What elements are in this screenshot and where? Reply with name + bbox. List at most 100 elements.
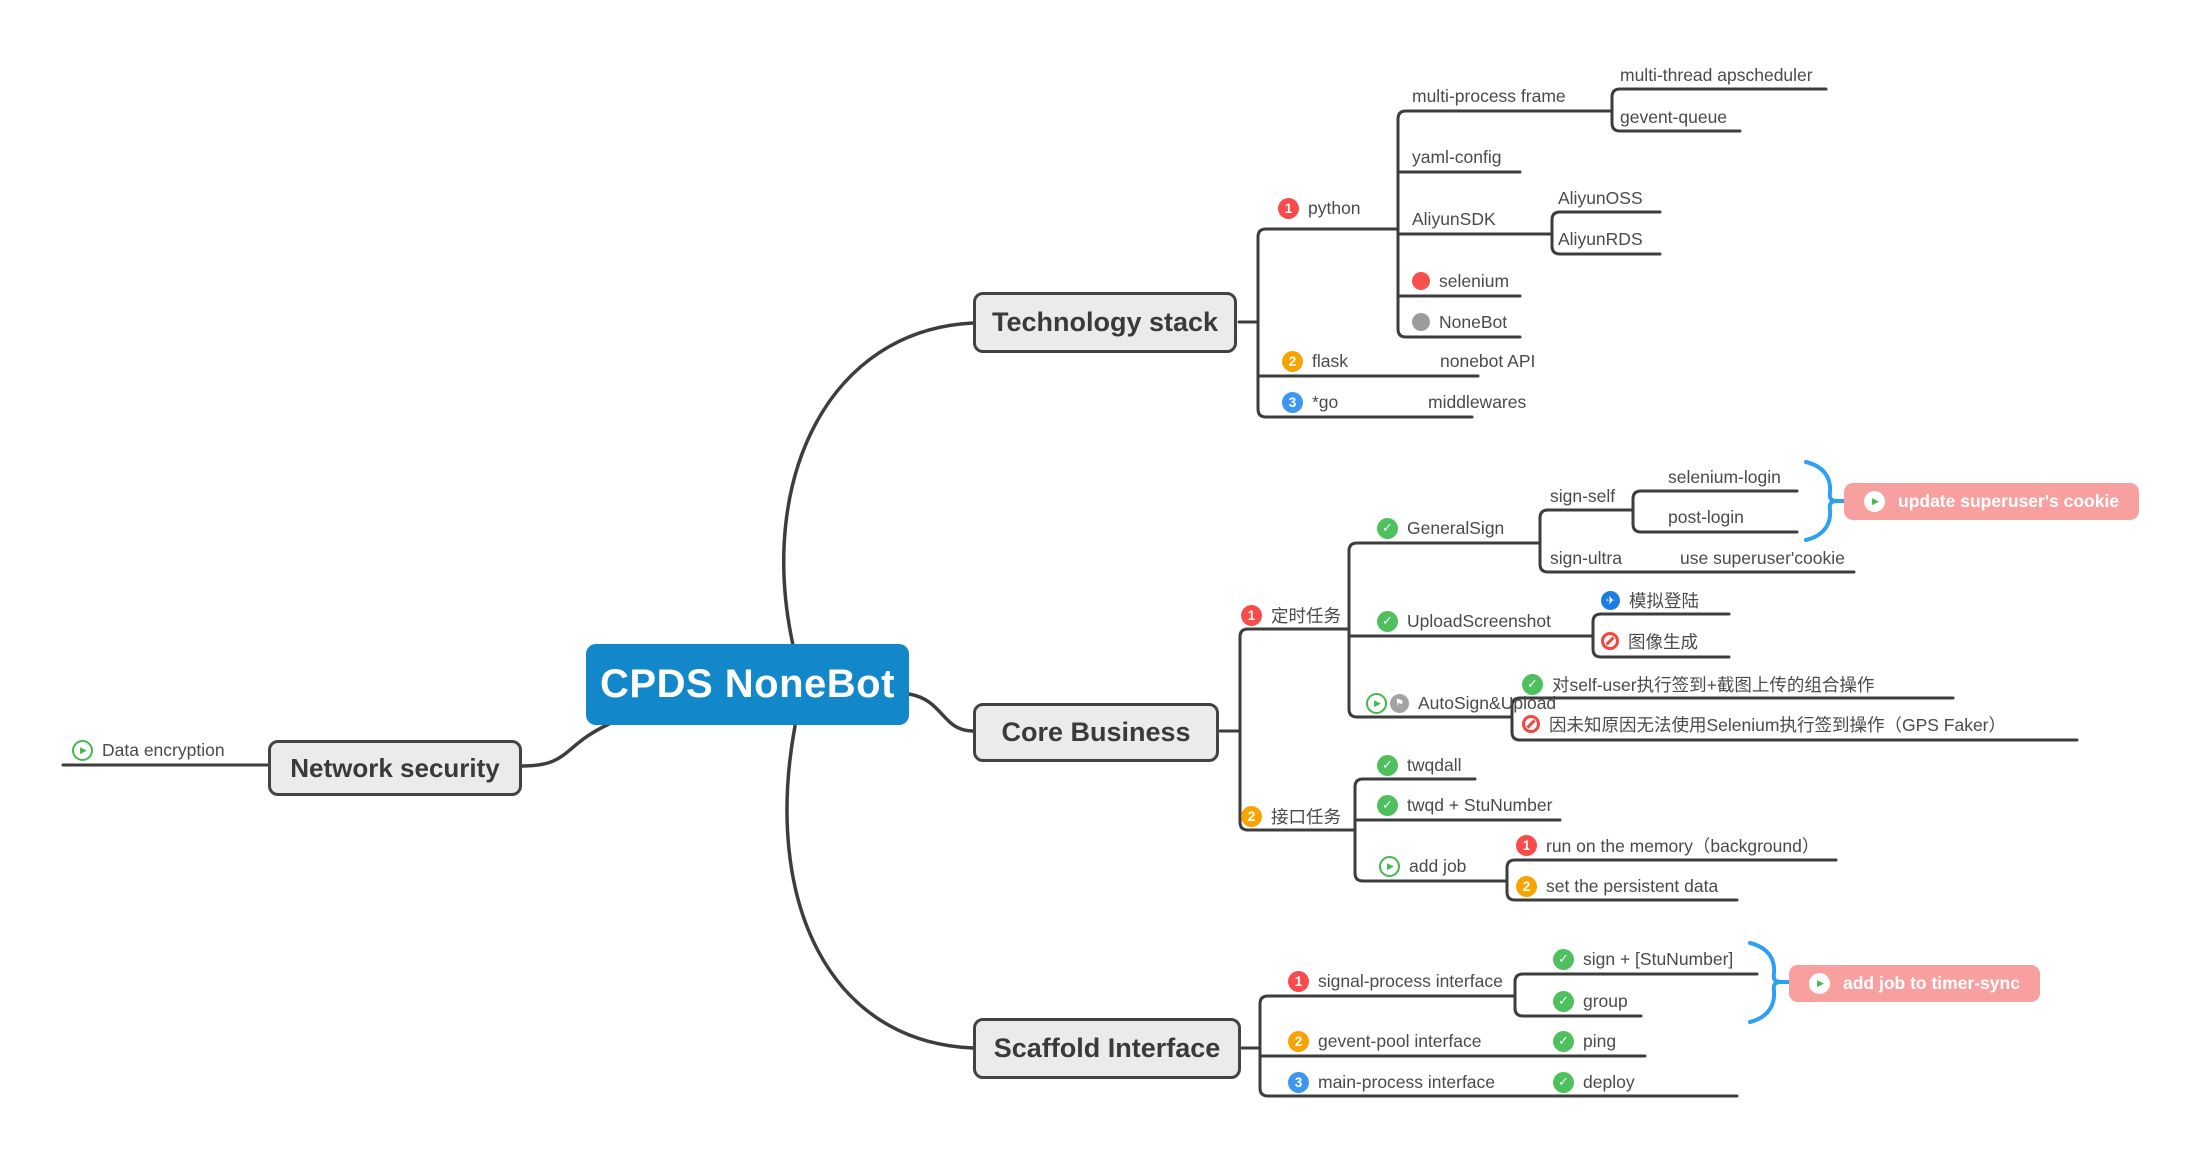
topic-data-encryption[interactable]: Data encryption <box>72 738 225 762</box>
topic-image-generation[interactable]: 图像生成 <box>1601 629 1698 653</box>
check-icon <box>1553 948 1574 970</box>
prohibited-icon <box>1522 715 1540 733</box>
check-icon <box>1377 610 1398 632</box>
branch-label: Scaffold Interface <box>993 1033 1221 1063</box>
topic-gps-faker-issue[interactable]: 因未知原因无法使用Selenium执行签到操作（GPS Faker） <box>1522 712 2006 736</box>
badge-1-icon: 1 <box>1516 834 1537 856</box>
topic-nonebot-api[interactable]: nonebot API <box>1440 349 1535 373</box>
play-circle-icon <box>1366 692 1387 714</box>
gray-dot-icon <box>1412 313 1430 331</box>
topic-signal-process-interface[interactable]: 1 signal-process interface <box>1288 969 1503 993</box>
check-icon <box>1553 990 1574 1012</box>
branch-core-business[interactable]: Core Business <box>973 703 1219 762</box>
topic-group[interactable]: group <box>1553 989 1628 1013</box>
topic-combo-operation[interactable]: 对self-user执行签到+截图上传的组合操作 <box>1522 672 1874 696</box>
topic-go[interactable]: 3 *go <box>1282 390 1338 414</box>
branch-wires <box>61 87 2079 1098</box>
topic-label: 因未知原因无法使用Selenium执行签到操作（GPS Faker） <box>1549 714 2007 735</box>
check-icon <box>1522 673 1543 695</box>
topic-yaml-config[interactable]: yaml-config <box>1412 145 1501 169</box>
topic-general-sign[interactable]: GeneralSign <box>1377 516 1504 540</box>
badge-1-icon: 1 <box>1288 970 1309 992</box>
topic-nonebot[interactable]: NoneBot <box>1412 310 1507 334</box>
topic-label: 模拟登陆 <box>1629 590 1699 611</box>
check-icon <box>1553 1030 1574 1052</box>
topic-label: NoneBot <box>1439 311 1508 332</box>
prohibited-icon <box>1601 632 1619 650</box>
badge-2-icon: 2 <box>1282 350 1303 372</box>
topic-label: AliyunRDS <box>1558 228 1643 249</box>
check-icon <box>1377 517 1398 539</box>
topic-run-on-memory[interactable]: 1 run on the memory（background） <box>1516 833 1819 857</box>
topic-aliyun-rds[interactable]: AliyunRDS <box>1558 227 1643 251</box>
topic-label: run on the memory（background） <box>1546 835 1820 856</box>
branch-scaffold-interface[interactable]: Scaffold Interface <box>973 1018 1241 1079</box>
topic-label: middlewares <box>1428 391 1527 412</box>
topic-deploy[interactable]: deploy <box>1553 1070 1635 1094</box>
tag-label: update superuser's cookie <box>1898 491 2120 511</box>
topic-interface-tasks[interactable]: 2 接口任务 <box>1241 804 1341 828</box>
topic-twqdall[interactable]: twqdall <box>1377 753 1461 777</box>
topic-label: gevent-queue <box>1620 106 1728 127</box>
root-label: CPDS NoneBot <box>600 662 895 706</box>
topic-twqd-stunumber[interactable]: twqd + StuNumber <box>1377 793 1552 817</box>
topic-main-process-interface[interactable]: 3 main-process interface <box>1288 1070 1495 1094</box>
check-icon <box>1377 754 1398 776</box>
topic-ping[interactable]: ping <box>1553 1029 1616 1053</box>
root-node[interactable]: CPDS NoneBot <box>586 644 909 725</box>
topic-label: use superuser'cookie <box>1680 547 1845 568</box>
topic-label: sign-self <box>1550 485 1616 506</box>
topic-selenium[interactable]: selenium <box>1412 269 1509 293</box>
play-circle-icon <box>1379 855 1400 877</box>
tag-update-superuser-cookie[interactable]: update superuser's cookie <box>1844 483 2140 520</box>
play-circle-icon <box>1864 491 1885 512</box>
topic-gevent-queue[interactable]: gevent-queue <box>1620 105 1727 129</box>
topic-add-job[interactable]: add job <box>1379 854 1466 878</box>
topic-post-login[interactable]: post-login <box>1668 505 1744 529</box>
check-icon <box>1553 1071 1574 1093</box>
badge-2-icon: 2 <box>1288 1030 1309 1052</box>
topic-label: AutoSign&Upload <box>1418 692 1557 713</box>
topic-multi-thread-apscheduler[interactable]: multi-thread apscheduler <box>1620 63 1813 87</box>
topic-aliyun-sdk[interactable]: AliyunSDK <box>1412 207 1496 231</box>
tag-add-job-to-timer-sync[interactable]: add job to timer-sync <box>1789 965 2040 1002</box>
topic-label: 定时任务 <box>1271 605 1341 626</box>
topic-label: 图像生成 <box>1628 631 1698 652</box>
topic-sign-self[interactable]: sign-self <box>1550 484 1615 508</box>
topic-gevent-pool-interface[interactable]: 2 gevent-pool interface <box>1288 1029 1481 1053</box>
topic-aliyun-oss[interactable]: AliyunOSS <box>1558 186 1643 210</box>
topic-sign-ultra[interactable]: sign-ultra <box>1550 546 1622 570</box>
topic-label: sign-ultra <box>1550 547 1622 568</box>
badge-3-icon: 3 <box>1288 1071 1309 1093</box>
topic-label: signal-process interface <box>1318 970 1503 991</box>
topic-label: twqdall <box>1407 754 1462 775</box>
topic-use-superuser-cookie[interactable]: use superuser'cookie <box>1680 546 1845 570</box>
topic-auto-sign-upload[interactable]: AutoSign&Upload <box>1366 691 1556 715</box>
topic-timed-tasks[interactable]: 1 定时任务 <box>1241 603 1341 627</box>
branch-technology-stack[interactable]: Technology stack <box>973 292 1237 353</box>
topic-label: AliyunSDK <box>1412 208 1496 229</box>
branch-label: Core Business <box>1001 717 1191 747</box>
flag-icon <box>1390 693 1409 713</box>
topic-label: selenium <box>1439 270 1510 291</box>
topic-upload-screenshot[interactable]: UploadScreenshot <box>1377 609 1551 633</box>
topic-flask[interactable]: 2 flask <box>1282 349 1348 373</box>
topic-middlewares[interactable]: middlewares <box>1428 390 1526 414</box>
tag-label: add job to timer-sync <box>1843 973 2020 993</box>
badge-1-icon: 1 <box>1241 604 1262 626</box>
badge-2-icon: 2 <box>1241 805 1262 827</box>
branch-network-security[interactable]: Network security <box>268 740 522 796</box>
topic-python[interactable]: 1 python <box>1278 196 1361 220</box>
topic-label: selenium-login <box>1668 466 1781 487</box>
topic-sign-stunumber[interactable]: sign + [StuNumber] <box>1553 947 1733 971</box>
topic-multi-process-frame[interactable]: multi-process frame <box>1412 84 1566 108</box>
topic-set-persistent-data[interactable]: 2 set the persistent data <box>1516 874 1718 898</box>
branch-label: Technology stack <box>991 307 1219 337</box>
topic-label: nonebot API <box>1440 350 1536 371</box>
topic-label: twqd + StuNumber <box>1407 794 1553 815</box>
topic-simulated-login[interactable]: 模拟登陆 <box>1601 588 1699 612</box>
airplane-icon <box>1601 590 1620 610</box>
topic-label: Data encryption <box>102 739 225 760</box>
topic-selenium-login[interactable]: selenium-login <box>1668 465 1781 489</box>
